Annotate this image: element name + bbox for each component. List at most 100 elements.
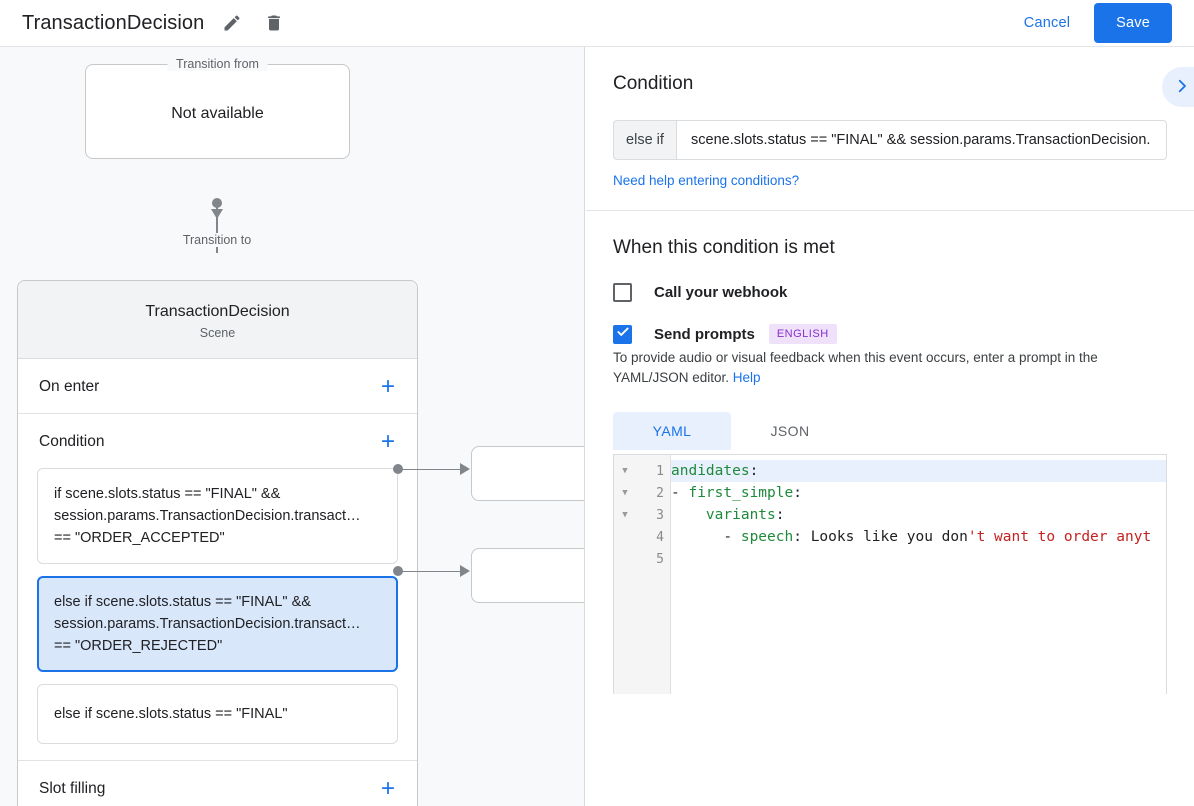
code-token: - (671, 485, 689, 501)
webhook-row[interactable]: Call your webhook (613, 283, 1167, 302)
condition-input-row: else if (613, 120, 1167, 160)
section-slot-filling: Slot filling + Slot validation (18, 761, 417, 806)
prompts-description: To provide audio or visual feedback when… (613, 348, 1167, 388)
expand-panel-button[interactable] (1162, 67, 1194, 107)
condition-item-line: == "ORDER_ACCEPTED" (54, 530, 225, 546)
line-number: 2 (656, 485, 664, 501)
scene-card: TransactionDecision Scene On enter + Con… (17, 280, 418, 806)
code-token: Looks like you don (810, 529, 968, 545)
gutter-row: ▼2 (614, 482, 670, 504)
code-token: first_simple (688, 485, 794, 501)
check-icon (616, 325, 630, 344)
transition-from-legend: Transition from (167, 57, 268, 71)
section-header-condition: Condition + (18, 414, 417, 468)
code-token (671, 507, 706, 523)
section-on-enter: On enter + (18, 359, 417, 414)
send-prompts-row[interactable]: Send prompts ENGLISH (613, 324, 1167, 344)
save-button[interactable]: Save (1094, 3, 1172, 43)
send-prompts-label: Send prompts (654, 325, 755, 343)
tab-yaml[interactable]: YAML (613, 412, 731, 450)
code-line[interactable]: andidates: (671, 460, 1166, 482)
graph-canvas[interactable]: Transition from Not available Transition… (0, 47, 585, 806)
top-bar: TransactionDecision Cancel Save (0, 0, 1194, 47)
condition-item-line: == "ORDER_REJECTED" (54, 638, 223, 654)
prompts-description-text: To provide audio or visual feedback when… (613, 350, 1098, 385)
edge-arrow-rejected (460, 565, 470, 577)
code-line[interactable]: - speech: Looks like you don't want to o… (671, 526, 1166, 548)
condition-prefix: else if (613, 120, 676, 160)
line-number: 3 (656, 507, 664, 523)
edge-dot-accepted (393, 464, 403, 474)
target-node-rejected[interactable] (471, 548, 584, 603)
add-condition-button[interactable]: + (377, 430, 399, 454)
gutter-row: 5 (614, 548, 670, 570)
section-header-on-enter: On enter + (18, 359, 417, 413)
scene-card-header[interactable]: TransactionDecision Scene (18, 281, 417, 359)
code-token: : (793, 485, 802, 501)
code-token: andidates (671, 463, 750, 479)
condition-item-selected[interactable]: else if scene.slots.status == "FINAL" &&… (37, 576, 398, 672)
gutter-row: ▼1 (614, 460, 670, 482)
scene-type: Scene (199, 326, 236, 340)
add-on-enter-button[interactable]: + (377, 375, 399, 399)
code-token: variants (705, 507, 776, 523)
cancel-button[interactable]: Cancel (1010, 7, 1084, 39)
details-panel: Condition else if Need help entering con… (586, 47, 1194, 806)
condition-item-line: if scene.slots.status == "FINAL" && (54, 486, 281, 502)
target-node-accepted[interactable] (471, 446, 584, 501)
chevron-right-icon (1173, 77, 1191, 98)
fold-arrow-icon[interactable]: ▼ (622, 510, 628, 520)
arrow-head (210, 209, 223, 219)
code-token: : (793, 529, 811, 545)
gutter-row: 4 (614, 526, 670, 548)
transition-from-node[interactable]: Transition from Not available (85, 57, 350, 159)
section-title-slot-filling: Slot filling (39, 780, 106, 797)
webhook-label: Call your webhook (654, 284, 788, 301)
condition-input[interactable] (676, 120, 1167, 160)
body-wrapper: Transition from Not available Transition… (0, 47, 1194, 806)
code-token: speech (740, 529, 794, 545)
transition-from-value: Not available (171, 105, 264, 122)
arrow-line (216, 203, 218, 253)
code-line[interactable] (671, 548, 1166, 570)
edge-arrow-accepted (460, 463, 470, 475)
condition-item[interactable]: else if scene.slots.status == "FINAL" (37, 684, 398, 744)
editor-format-tabs: YAML JSON (613, 412, 1167, 450)
section-header-slot-filling: Slot filling + (18, 761, 417, 806)
send-prompts-checkbox[interactable] (613, 324, 632, 344)
scene-name: TransactionDecision (145, 303, 290, 320)
code-token: 't want to order anyt (967, 529, 1152, 545)
condition-item-line: else if scene.slots.status == "FINAL" && (54, 594, 311, 610)
line-number: 5 (656, 551, 664, 567)
delete-button[interactable] (260, 9, 288, 37)
page-title: TransactionDecision (22, 11, 205, 34)
webhook-checkbox[interactable] (613, 283, 632, 302)
condition-item-line: else if scene.slots.status == "FINAL" (54, 706, 288, 722)
condition-item[interactable]: if scene.slots.status == "FINAL" && sess… (37, 468, 398, 564)
tab-json[interactable]: JSON (770, 423, 810, 439)
line-number: 1 (656, 463, 664, 479)
section-title-on-enter: On enter (39, 378, 100, 395)
add-slot-filling-button[interactable]: + (377, 777, 399, 801)
fold-arrow-icon[interactable]: ▼ (622, 466, 628, 476)
when-condition-met-section: When this condition is met Call your web… (586, 211, 1194, 694)
condition-item-line: session.params.TransactionDecision.trans… (54, 616, 361, 632)
trash-icon (264, 13, 284, 33)
code-line[interactable]: variants: (671, 504, 1166, 526)
section-condition: Condition + if scene.slots.status == "FI… (18, 414, 417, 761)
edit-button[interactable] (218, 9, 246, 37)
line-number: 4 (656, 529, 664, 545)
code-line[interactable]: - first_simple: (671, 482, 1166, 504)
transition-to-legend: Transition to (173, 233, 261, 247)
condition-heading: Condition (613, 73, 694, 94)
code-token: : (749, 463, 759, 479)
condition-section: Condition else if Need help entering con… (586, 47, 1194, 211)
editor-code-area[interactable]: andidates:- first_simple: variants: - sp… (671, 455, 1166, 694)
need-help-link[interactable]: Need help entering conditions? (613, 173, 800, 188)
edge-dot-rejected (393, 566, 403, 576)
when-condition-title: When this condition is met (613, 237, 835, 258)
help-link[interactable]: Help (732, 370, 761, 385)
fold-arrow-icon[interactable]: ▼ (622, 488, 628, 498)
